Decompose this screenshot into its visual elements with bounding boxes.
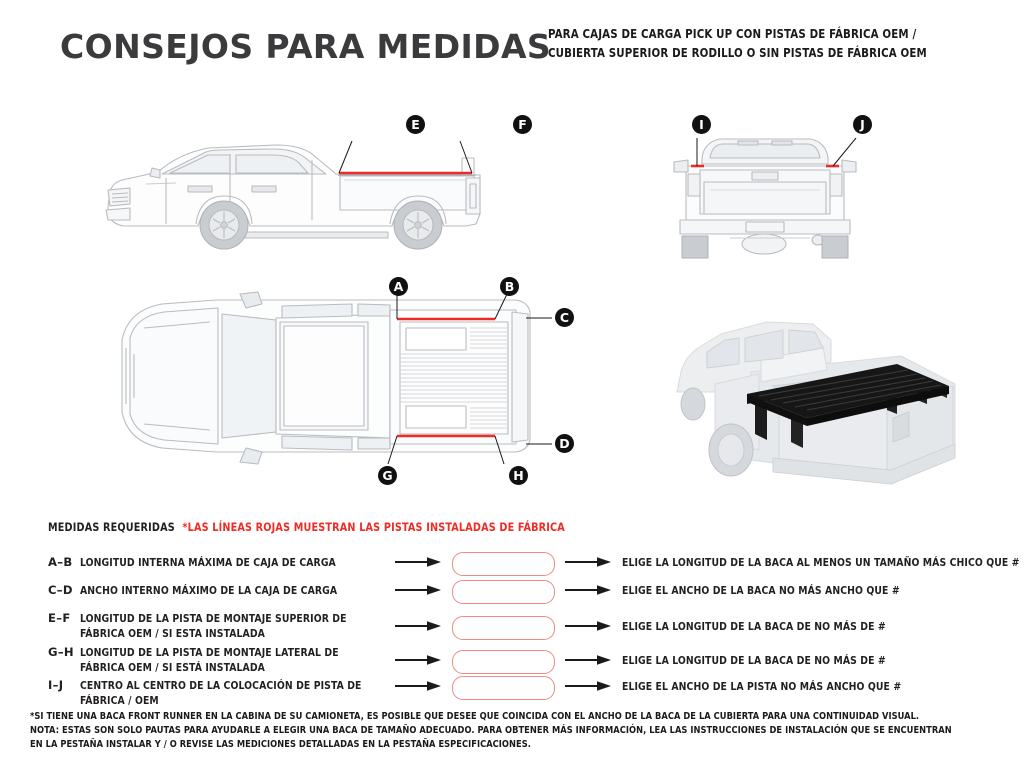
badge-marker-j: J [853,115,872,134]
row-result: ELIGE LA LONGITUD DE LA BACA DE NO MÁS D… [622,620,886,633]
footnote-line-2: NOTA: ESTAS SON SOLO PAUTAS PARA AYUDARL… [30,725,952,737]
badge-marker-h: H [509,466,528,485]
badge-marker-a: A [389,277,408,296]
arrow-to-result-icon [565,620,613,632]
badge-marker-f: F [513,115,532,134]
row-result: ELIGE LA LONGITUD DE LA BACA AL MENOS UN… [622,556,1020,569]
measurements-table: MEDIDAS REQUERIDAS *LAS LÍNEAS ROJAS MUES… [0,505,1024,708]
row-code: G–H [48,645,74,659]
arrow-to-input-icon [395,556,443,568]
arrow-to-input-icon [395,620,443,632]
page-title: CONSEJOS PARA MEDIDAS [60,27,552,66]
footnote-line-3: EN LA PESTAÑA INSTALAR Y / O REVISE LAS … [30,739,531,751]
row-code: E–F [48,611,71,625]
row-description: LONGITUD INTERNA MÁXIMA DE CAJA DE CARGA [80,556,336,569]
roof-rack-platform [747,364,949,448]
arrow-to-result-icon [565,680,613,692]
badge-marker-c: C [555,308,574,327]
arrow-to-result-icon [565,584,613,596]
pickup-top-view-illustration [100,288,560,468]
arrow-to-input-icon [395,584,443,596]
arrow-to-result-icon [565,556,613,568]
row-code: I–J [48,678,64,692]
badge-marker-b: B [500,277,519,296]
pickup-side-view-illustration [100,128,520,268]
badge-marker-i: I [692,115,711,134]
arrow-to-result-icon [565,654,613,666]
arrow-to-input-icon [395,654,443,666]
footnote-line-1: *SI TIENE UNA BACA FRONT RUNNER EN LA CA… [30,711,920,722]
pickup-with-roof-rack-illustration [655,300,965,495]
required-measurements-label: MEDIDAS REQUERIDAS [48,520,175,534]
measurement-input-gh[interactable] [452,650,555,674]
row-description: ANCHO INTERNO MÁXIMO DE LA CAJA DE CARGA [80,584,338,597]
pickup-rear-view-illustration [660,128,870,259]
required-measurements-heading: MEDIDAS REQUERIDAS *LAS LÍNEAS ROJAS MUES… [48,520,565,534]
red-lines-note: *LAS LÍNEAS ROJAS MUESTRAN LAS PISTAS IN… [182,520,565,534]
measurement-input-ij[interactable] [452,676,555,700]
header: CONSEJOS PARA MEDIDAS PARA CAJAS DE CARG… [0,0,1024,100]
row-code: A–B [48,555,73,569]
row-result: ELIGE LA LONGITUD DE LA BACA DE NO MÁS D… [622,654,886,667]
measurement-input-ef[interactable] [452,616,555,640]
measurement-input-ab[interactable] [452,552,555,576]
row-description: LONGITUD DE LA PISTA DE MONTAJE LATERAL … [80,646,339,675]
row-result: ELIGE EL ANCHO DE LA PISTA NO MÁS ANCHO … [622,680,902,693]
row-result: ELIGE EL ANCHO DE LA BACA NO MÁS ANCHO Q… [622,584,900,597]
row-description: LONGITUD DE LA PISTA DE MONTAJE SUPERIOR… [80,612,347,641]
measurement-input-cd[interactable] [452,580,555,604]
badge-marker-g: G [378,466,397,485]
badge-marker-e: E [406,115,425,134]
row-code: C–D [48,583,73,597]
footnotes: *SI TIENE UNA BACA FRONT RUNNER EN LA CA… [30,710,966,753]
badge-marker-d: D [555,434,574,453]
arrow-to-input-icon [395,680,443,692]
row-description: CENTRO AL CENTRO DE LA COLOCACIÓN DE PIS… [80,679,362,708]
page-subtitle: PARA CAJAS DE CARGA PICK UP CON PISTAS D… [548,26,927,60]
